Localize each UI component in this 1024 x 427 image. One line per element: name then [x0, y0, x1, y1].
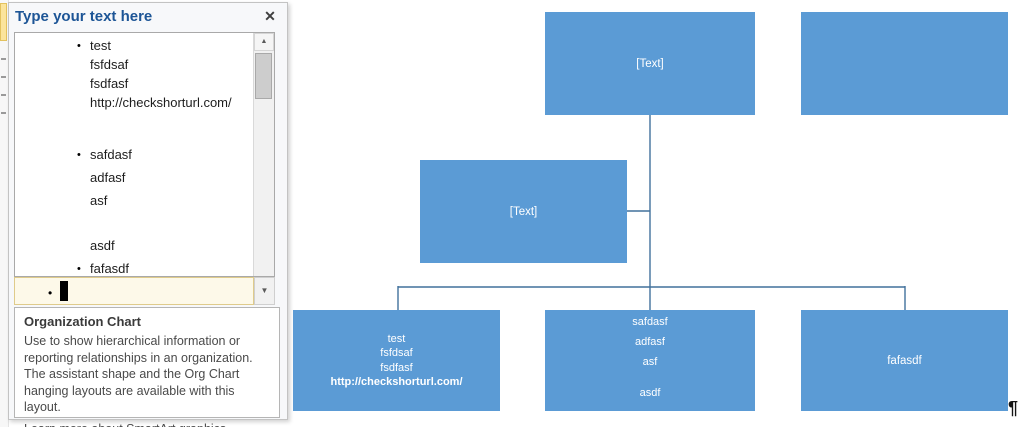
bullet-icon: • [48, 286, 53, 300]
text-pane-title: Type your text here [15, 8, 153, 25]
pane-item-text: asdf [90, 238, 115, 253]
pane-item-text: fsfdsaf [90, 57, 129, 72]
pane-item[interactable]: asf [15, 189, 253, 212]
active-text-line[interactable]: • [14, 277, 254, 305]
text-cursor [60, 281, 68, 301]
node-label: [Text] [636, 57, 664, 70]
pane-item[interactable]: • safdasf [15, 143, 253, 166]
text-pane-header: Type your text here ✕ [9, 3, 287, 32]
org-node-top-manager[interactable]: [Text] [545, 12, 755, 115]
paragraph-mark: ¶ [1008, 398, 1019, 418]
pane-item[interactable]: adfasf [15, 166, 253, 189]
pane-item[interactable]: fsdfasf [15, 74, 253, 93]
close-icon[interactable]: ✕ [264, 8, 276, 24]
edge-text-fragment [1, 112, 6, 114]
pane-item[interactable]: fsfdsaf [15, 55, 253, 74]
pane-item-text: fsdfasf [90, 76, 129, 91]
edge-text-fragment [1, 94, 6, 96]
text-pane-scrollbar[interactable]: ▲ [253, 33, 274, 276]
pane-item-text: http://checkshorturl.com/ [90, 95, 232, 110]
pane-blank-line [15, 212, 253, 234]
node-label: [Text] [509, 205, 538, 218]
scroll-up-button[interactable]: ▲ [254, 33, 274, 51]
layout-description-box: Organization Chart Use to show hierarchi… [14, 307, 280, 427]
edge-text-fragment [1, 58, 6, 60]
org-node-top-right[interactable] [801, 12, 1008, 115]
pane-item[interactable]: http://checkshorturl.com/ [15, 93, 253, 112]
layout-description: Use to show hierarchical information or … [24, 334, 253, 414]
node-label: fafasdf [887, 354, 922, 367]
edge-text-fragment [1, 76, 6, 78]
pane-item-text: fafasdf [90, 261, 130, 276]
pane-blank-line [15, 112, 253, 143]
text-pane-list: • test fsfdsaf fsdfasf http://checkshorturl.… [15, 36, 253, 276]
smartart-text-pane: Type your text here ✕ • test fsfdsaf fsdfas… [8, 2, 288, 427]
bullet-icon: • [77, 262, 81, 275]
bullet-icon: • [77, 39, 81, 52]
bullet-icon: • [77, 148, 81, 161]
pane-item-text: adfasf [90, 170, 126, 185]
highlighted-gallery-fragment [0, 3, 7, 41]
text-pane-list-box: • test fsfdsaf fsdfasf http://checkshorturl.… [14, 32, 275, 277]
pane-item-text: asf [90, 193, 108, 208]
pane-item[interactable]: asdf [15, 234, 253, 257]
org-node-assistant[interactable]: [Text] [420, 160, 627, 263]
org-node-subordinate-3[interactable]: fafasdf [801, 310, 1008, 411]
layout-title: Organization Chart [24, 314, 142, 329]
pane-item[interactable]: • fafasdf [15, 257, 253, 276]
pane-item-text: test [90, 38, 111, 53]
pane-item-text: safdasf [90, 147, 132, 162]
scroll-down-button[interactable]: ▼ [254, 277, 275, 305]
scrollbar-thumb[interactable] [255, 53, 272, 99]
learn-more-link[interactable]: Learn more about SmartArt graphics [24, 422, 226, 427]
pane-item[interactable]: • test [15, 36, 253, 55]
